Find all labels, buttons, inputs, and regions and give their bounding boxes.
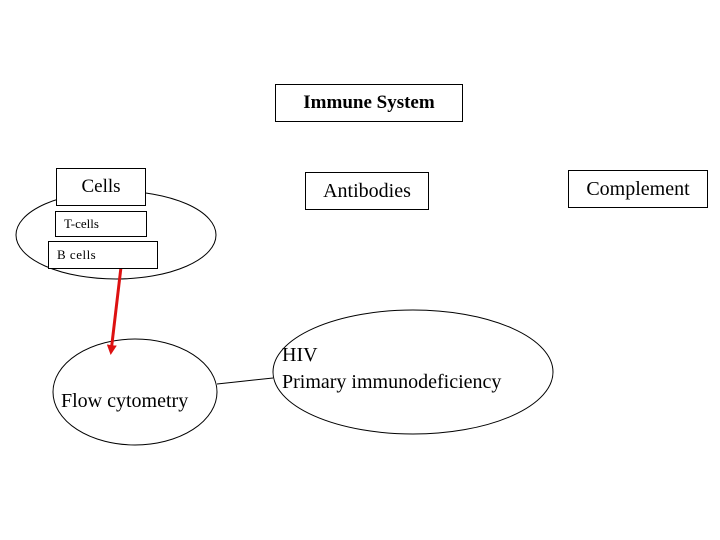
complement-box: Complement xyxy=(568,170,708,208)
hiv-label-group: HIV Primary immunodeficiency xyxy=(282,342,501,396)
flow-cytometry-label: Flow cytometry xyxy=(61,390,189,412)
immune-system-title-box: Immune System xyxy=(275,84,463,122)
antibodies-box: Antibodies xyxy=(305,172,429,210)
cells-label: Cells xyxy=(81,176,121,197)
flow-cytometry-ellipse xyxy=(52,338,218,446)
hiv-ellipse xyxy=(272,309,554,435)
complement-label: Complement xyxy=(586,177,690,200)
page-title: Immune System xyxy=(303,92,435,113)
cells-box: Cells xyxy=(56,168,146,206)
antibodies-label: Antibodies xyxy=(323,179,411,202)
b-cells-box: B cells xyxy=(48,241,158,269)
b-cells-label: B cells xyxy=(57,247,97,262)
hiv-label: HIV xyxy=(282,344,318,366)
t-cells-label: T-cells xyxy=(64,216,99,231)
bcells-to-flow-arrow xyxy=(106,266,123,355)
flow-to-hiv-connector xyxy=(216,377,274,385)
t-cells-box: T-cells xyxy=(55,211,147,237)
primary-immunodeficiency-label: Primary immunodeficiency xyxy=(282,371,502,393)
